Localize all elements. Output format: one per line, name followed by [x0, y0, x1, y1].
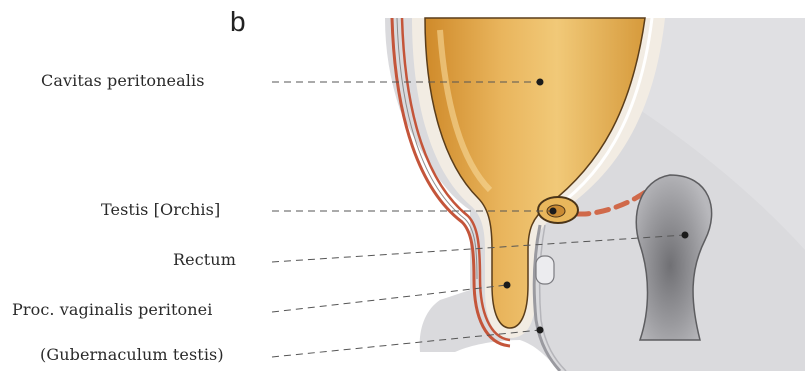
- label-cavitas-peritonealis: Cavitas peritonealis: [41, 71, 205, 90]
- leader-dot-proc-vaginalis: [504, 282, 511, 289]
- label-rectum: Rectum: [173, 250, 236, 269]
- leader-dot-cavitas: [537, 79, 544, 86]
- leader-dot-rectum: [682, 232, 689, 239]
- label-testis: Testis [Orchis]: [101, 200, 220, 219]
- label-gubernaculum: (Gubernaculum testis): [40, 345, 224, 364]
- label-proc-vaginalis: Proc. vaginalis peritonei: [12, 300, 212, 319]
- leader-dot-testis: [550, 208, 557, 215]
- vessel-loop: [536, 256, 554, 284]
- leader-dot-gubernaculum: [537, 327, 544, 334]
- panel-letter: b: [230, 6, 246, 38]
